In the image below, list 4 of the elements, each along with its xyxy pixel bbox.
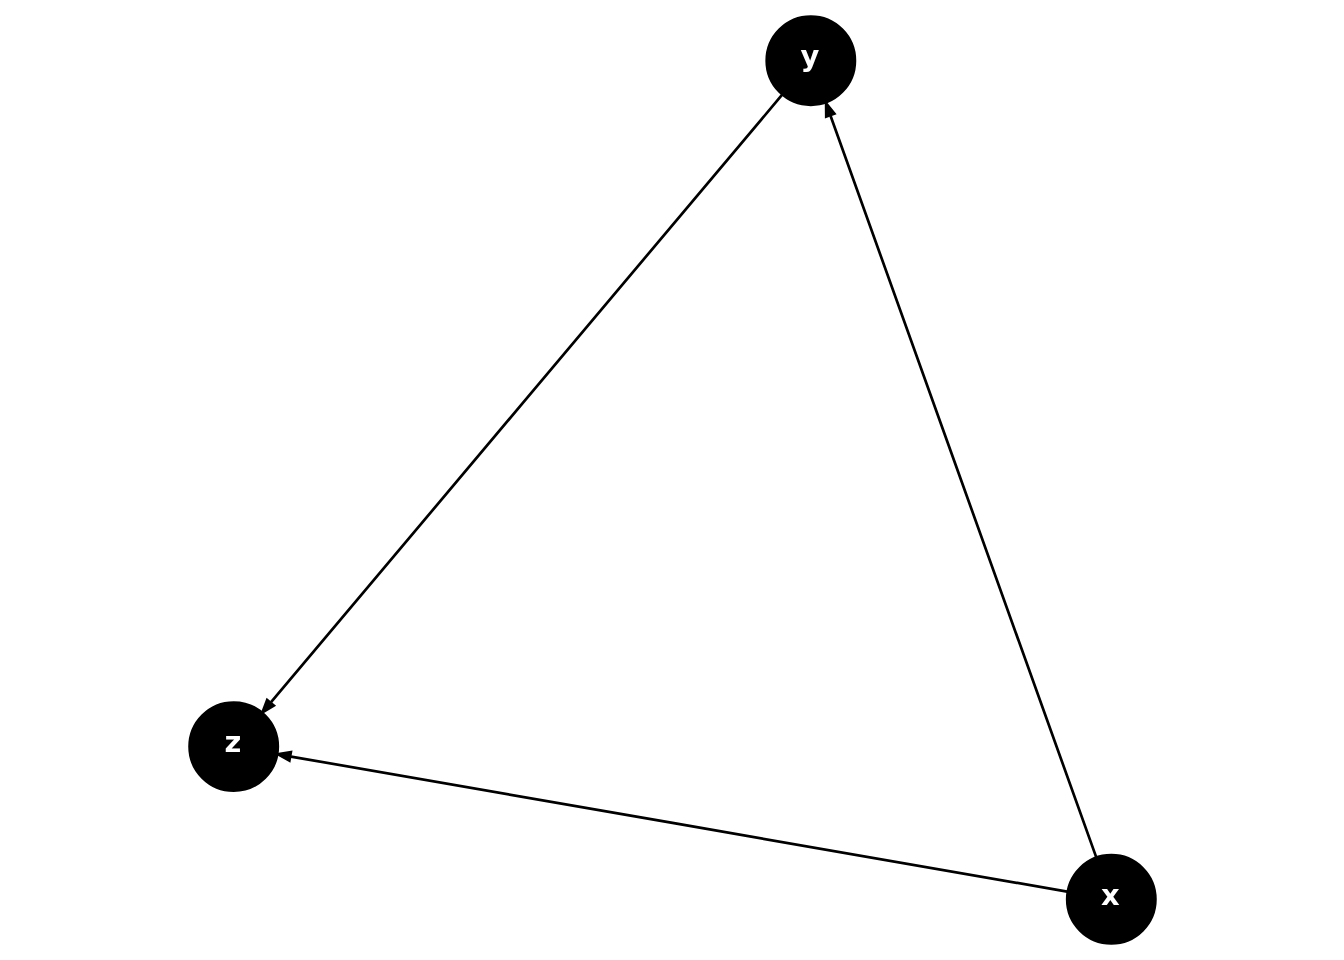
arrow <box>259 93 783 716</box>
node-circle: y <box>764 15 856 107</box>
node-circle: z <box>187 701 279 793</box>
node-circle: x <box>1065 853 1157 945</box>
